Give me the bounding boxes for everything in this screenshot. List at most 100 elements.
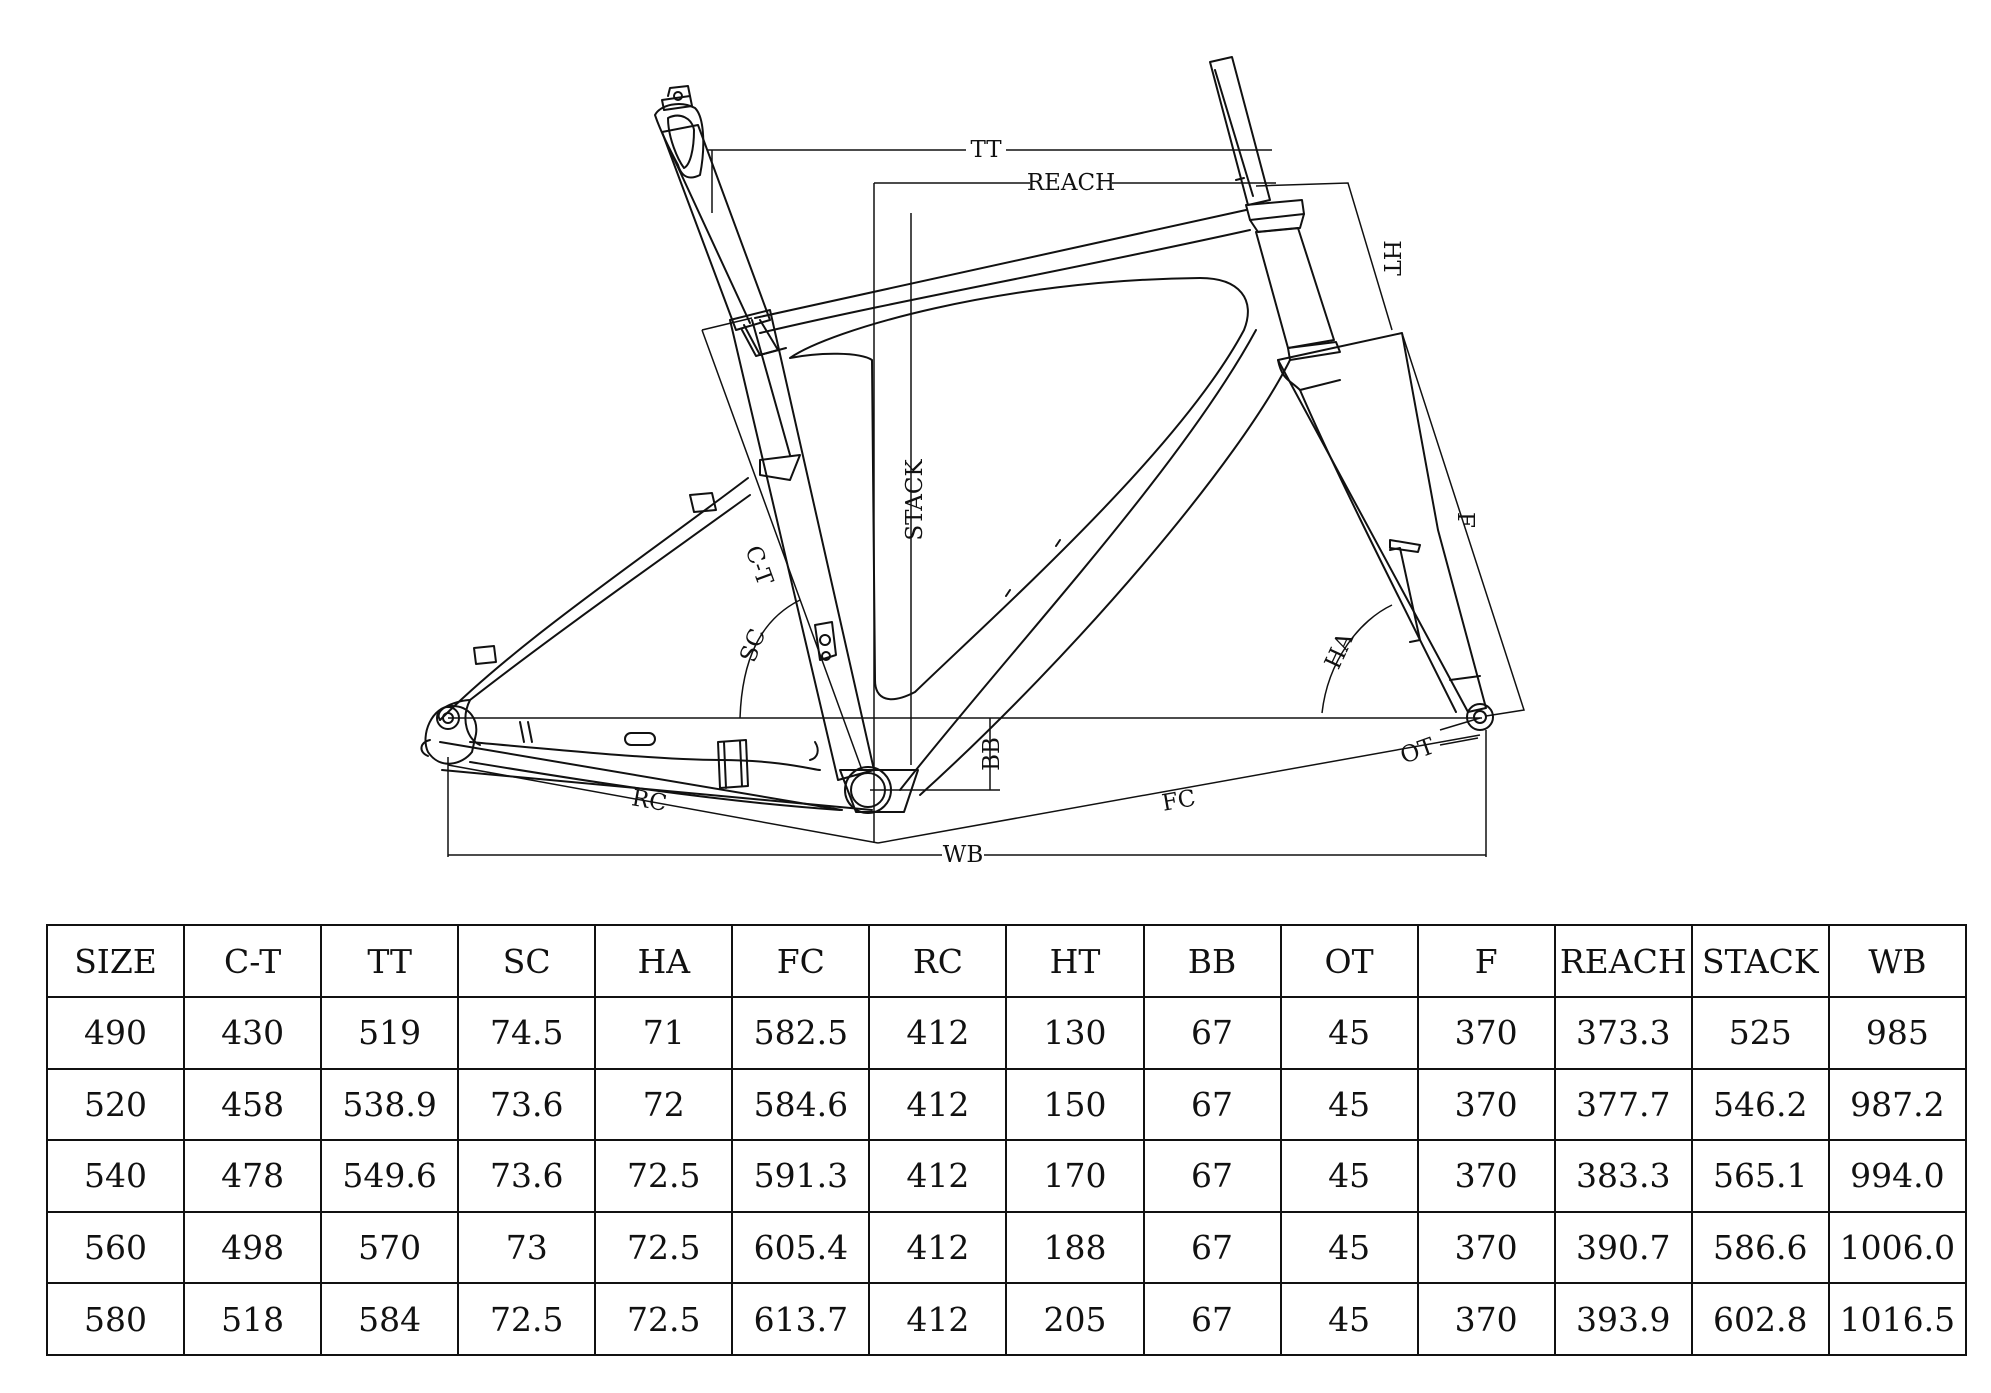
ha-angle-arc	[1321, 604, 1393, 714]
table-cell: 45	[1279, 1210, 1419, 1285]
seatpost	[661, 124, 787, 357]
header-cell: WB	[1827, 924, 1968, 998]
sc-label: SC	[736, 625, 772, 665]
table-cell: 498	[183, 1210, 323, 1285]
header-cell: REACH	[1553, 924, 1693, 998]
table-cell: 478	[183, 1139, 323, 1213]
table-cell: 377.7	[1553, 1067, 1693, 1142]
header-cell: BB	[1142, 924, 1282, 998]
table-cell: 45	[1279, 1282, 1419, 1356]
table-cell: 412	[868, 1067, 1008, 1142]
ot-dimension-line	[1439, 717, 1481, 746]
table-cell: 67	[1142, 1139, 1282, 1213]
table-cell: 582.5	[731, 996, 871, 1070]
fork-blades	[1277, 332, 1487, 713]
table-cell: 458	[183, 1067, 323, 1142]
f-label: F	[1452, 512, 1478, 528]
table-cell: 994.0	[1827, 1139, 1968, 1213]
stack-label: STACK	[902, 459, 928, 541]
table-cell: 412	[868, 1282, 1008, 1356]
sc-angle-arc	[739, 599, 801, 719]
table-header-row: SIZE C-T TT SC HA FC RC HT BB OT F REACH…	[45, 924, 1968, 998]
fork-steerer	[1209, 56, 1271, 206]
table-cell: 525	[1690, 996, 1830, 1070]
table-cell: 72.5	[594, 1139, 734, 1213]
table-cell: 602.8	[1690, 1282, 1830, 1356]
table-cell: 73.6	[457, 1067, 597, 1142]
ot-label: OT	[1397, 733, 1439, 769]
table-cell: 518	[183, 1282, 323, 1356]
table-cell: 570	[320, 1210, 460, 1285]
table-cell: 188	[1005, 1210, 1145, 1285]
table-cell: 73	[457, 1210, 597, 1285]
header-cell: F	[1416, 924, 1556, 998]
table-cell: 383.3	[1553, 1139, 1693, 1213]
fork-dropout	[1466, 703, 1494, 731]
table-cell: 74.5	[457, 996, 597, 1070]
seat-tube	[729, 309, 875, 781]
table-cell: 71	[594, 996, 734, 1070]
front-triangle-opening	[789, 277, 1249, 701]
table-cell: 412	[868, 996, 1008, 1070]
table-cell: 67	[1142, 1282, 1282, 1356]
table-cell: 72	[594, 1067, 734, 1142]
header-cell: C-T	[183, 924, 323, 998]
header-cell: HT	[1005, 924, 1145, 998]
table-cell: 150	[1005, 1067, 1145, 1142]
table-cell: 73.6	[457, 1139, 597, 1213]
table-cell: 45	[1279, 996, 1419, 1070]
headset-top	[1245, 199, 1305, 233]
table-cell: 72.5	[457, 1282, 597, 1356]
header-cell: SC	[457, 924, 597, 998]
ht-label: HT	[1378, 240, 1404, 276]
table-cell: 370	[1416, 1282, 1556, 1356]
table-cell: 430	[183, 996, 323, 1070]
bike-frame-geometry-diagram: TT REACH HT STACK F C-T SC HA BB OT RC F…	[420, 56, 1525, 868]
table-cell: 549.6	[320, 1139, 460, 1213]
fc-label: FC	[1160, 785, 1198, 816]
ht-dimension-line	[1255, 182, 1393, 331]
table-cell: 370	[1416, 1067, 1556, 1142]
ct-dimension-line	[701, 317, 863, 771]
table-cell: 586.6	[1690, 1210, 1830, 1285]
table-cell: 520	[45, 1067, 186, 1142]
table-cell: 613.7	[731, 1282, 871, 1356]
geometry-table: SIZE C-T TT SC HA FC RC HT BB OT F REACH…	[45, 924, 1968, 1356]
table-row: 490 430 519 74.5 71 582.5 412 130 67 45 …	[45, 996, 1968, 1070]
table-cell: 390.7	[1553, 1210, 1693, 1285]
table-cell: 72.5	[594, 1210, 734, 1285]
table-cell: 584	[320, 1282, 460, 1356]
top-tube	[754, 209, 1251, 334]
down-tube	[899, 329, 1291, 796]
ct-label: C-T	[740, 542, 778, 589]
table-row: 580 518 584 72.5 72.5 613.7 412 205 67 4…	[45, 1282, 1968, 1356]
table-cell: 412	[868, 1210, 1008, 1285]
f-dimension-line	[1401, 332, 1525, 717]
header-cell: HA	[594, 924, 734, 998]
table-cell: 412	[868, 1139, 1008, 1213]
reach-dimension-line	[873, 182, 1276, 843]
table-cell: 45	[1279, 1139, 1419, 1213]
fc-dimension-line	[877, 734, 1481, 844]
reach-label: REACH	[1027, 170, 1115, 196]
table-cell: 370	[1416, 1139, 1556, 1213]
table-cell: 490	[45, 996, 186, 1070]
header-cell: SIZE	[45, 924, 186, 998]
table-cell: 45	[1279, 1067, 1419, 1142]
rc-dimension-line	[447, 764, 879, 844]
table-cell: 605.4	[731, 1210, 871, 1285]
table-cell: 580	[45, 1282, 186, 1356]
table-cell: 170	[1005, 1139, 1145, 1213]
table-cell: 130	[1005, 996, 1145, 1070]
table-row: 560 498 570 73 72.5 605.4 412 188 67 45 …	[45, 1210, 1968, 1285]
header-cell: STACK	[1690, 924, 1830, 998]
table-cell: 985	[1827, 996, 1968, 1070]
saddle-clamp	[654, 85, 705, 179]
table-cell: 565.1	[1690, 1139, 1830, 1213]
table-cell: 546.2	[1690, 1067, 1830, 1142]
header-cell: FC	[731, 924, 871, 998]
table-cell: 591.3	[731, 1139, 871, 1213]
table-cell: 67	[1142, 1067, 1282, 1142]
table-cell: 584.6	[731, 1067, 871, 1142]
header-cell: OT	[1279, 924, 1419, 998]
